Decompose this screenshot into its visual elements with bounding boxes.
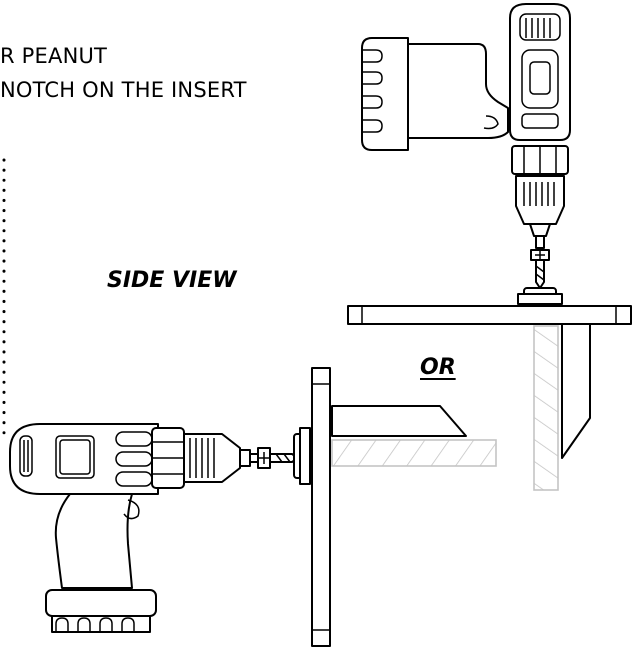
side-drill bbox=[9, 423, 311, 633]
side-drill-battery bbox=[45, 589, 157, 617]
top-drill-body bbox=[509, 3, 571, 141]
instruction-line-2: NOTCH ON THE INSERT bbox=[0, 78, 247, 102]
side-board bbox=[311, 367, 331, 647]
top-drill bbox=[361, 3, 571, 305]
side-drill-chuck bbox=[183, 433, 241, 483]
or-label: OR bbox=[420, 355, 456, 380]
top-edge-panel bbox=[561, 323, 591, 459]
side-edge-panel bbox=[331, 405, 467, 437]
top-board bbox=[347, 305, 632, 325]
instruction-line-1: R PEANUT bbox=[0, 44, 108, 68]
side-drill-body bbox=[9, 423, 159, 495]
top-drill-battery bbox=[361, 37, 409, 151]
side-drill-handle bbox=[54, 493, 133, 589]
side-floor-hatch bbox=[331, 439, 497, 467]
side-view-label: SIDE VIEW bbox=[107, 268, 237, 293]
top-drill-chuck bbox=[515, 175, 565, 225]
top-wall-hatch bbox=[533, 325, 559, 491]
top-drill-handle bbox=[407, 43, 509, 139]
